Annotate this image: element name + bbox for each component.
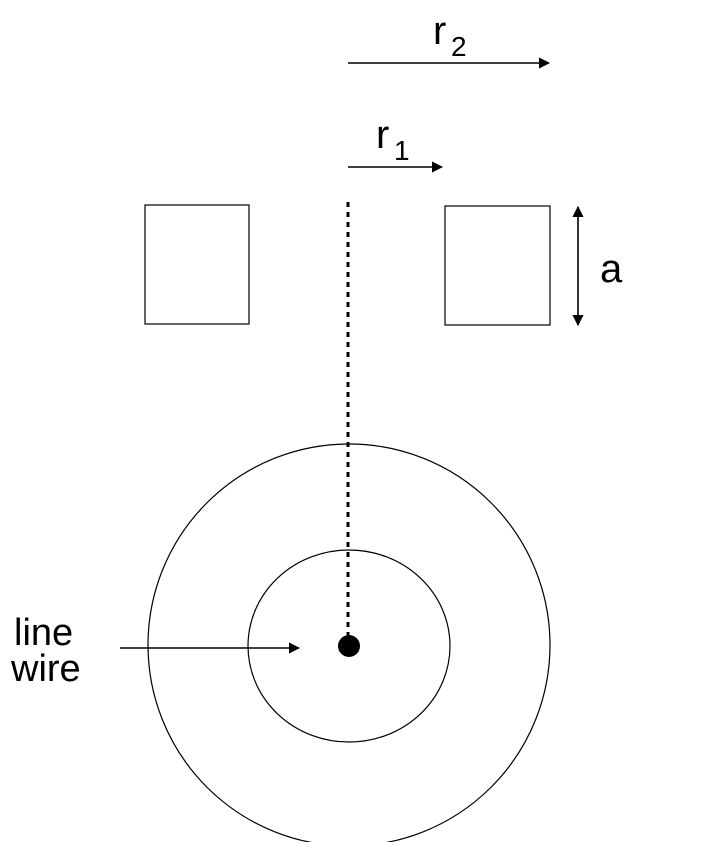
r2-label-base: r [433, 9, 446, 53]
r2-label-subscript: 2 [451, 31, 467, 62]
r2-label: r 2 [433, 9, 467, 62]
r1-label-base: r [376, 113, 389, 157]
r1-label-subscript: 1 [394, 135, 410, 166]
inner-circle [247, 549, 451, 743]
toroid-cross-section-left [144, 204, 250, 325]
outer-circle [147, 443, 551, 842]
line-wire-label-line2: wire [10, 648, 81, 690]
line-wire-label-line1: line [14, 612, 73, 654]
line-wire-dot [338, 635, 360, 657]
r1-label: r 1 [376, 113, 410, 166]
a-label: a [600, 247, 623, 291]
toroid-cross-section-right [444, 205, 551, 326]
